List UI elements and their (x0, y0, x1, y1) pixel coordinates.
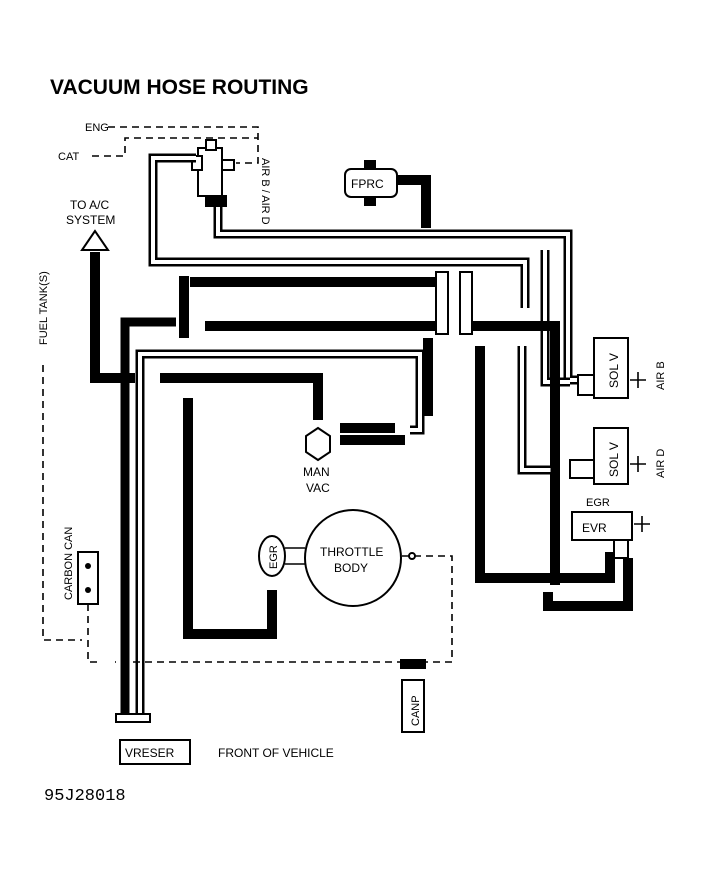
diagram-title: VACUUM HOSE ROUTING (50, 76, 309, 99)
canp-solenoid (400, 659, 426, 733)
vreser-neck (115, 713, 151, 723)
air-b-air-d-label: AIR B / AIR D (259, 158, 271, 225)
sol-v-air-b (577, 337, 646, 399)
hose-to-man-vac (160, 373, 323, 420)
man-label: MAN (303, 465, 330, 479)
vreser-box (119, 739, 191, 765)
fuel-tank-label: FUEL TANK(S) (38, 271, 50, 345)
egr-top-label: EGR (586, 497, 610, 509)
throttle-label: THROTTLE (320, 545, 383, 559)
sol-v-1-label: SOL V (607, 353, 621, 388)
connector-right (459, 271, 473, 335)
hose-right-lower (475, 346, 615, 583)
figure-id: 95J28018 (44, 787, 126, 806)
body-label: BODY (334, 561, 368, 575)
vac-label: VAC (306, 481, 330, 495)
carbon-canister (77, 551, 99, 605)
canister-purge-line (87, 604, 100, 663)
cat-label: CAT (58, 151, 79, 163)
air-d-label: AIR D (655, 449, 667, 478)
man-vac-fitting (305, 426, 331, 462)
sol-v-2-label: SOL V (607, 442, 621, 477)
to-ac-label-line2: SYSTEM (66, 213, 115, 227)
egr-valve-label: EGR (268, 545, 280, 569)
fuel-tank-dashed-line (42, 365, 82, 641)
carbon-can-label: CARBON CAN (63, 527, 75, 600)
fprc-label: FPRC (351, 177, 384, 191)
throttle-purge-line (115, 555, 453, 663)
evr-label: EVR (582, 521, 607, 535)
evr-solenoid (571, 511, 650, 559)
vreser-label: VRESER (125, 746, 175, 760)
cat-dashed-line (92, 137, 258, 157)
eng-label: ENG (85, 122, 109, 134)
to-ac-label-line1: TO A/C (70, 198, 109, 212)
hose-vreser-left (120, 317, 176, 718)
fprc-regulator (344, 160, 398, 206)
connector-left (435, 271, 449, 335)
canp-label: CANP (410, 695, 422, 726)
to-ac-arrow (80, 229, 110, 251)
diverter-valve (191, 139, 235, 207)
hose-egr-loop (183, 398, 277, 639)
throttle-body (304, 509, 402, 607)
front-of-vehicle-label: FRONT OF VEHICLE (218, 746, 334, 760)
eng-dashed-line (108, 126, 259, 164)
hose-evr-lower (543, 558, 633, 611)
air-b-label: AIR B (655, 361, 667, 390)
hose-fprc (397, 175, 431, 228)
egr-valve (258, 535, 286, 577)
sol-v-air-d (569, 427, 646, 485)
